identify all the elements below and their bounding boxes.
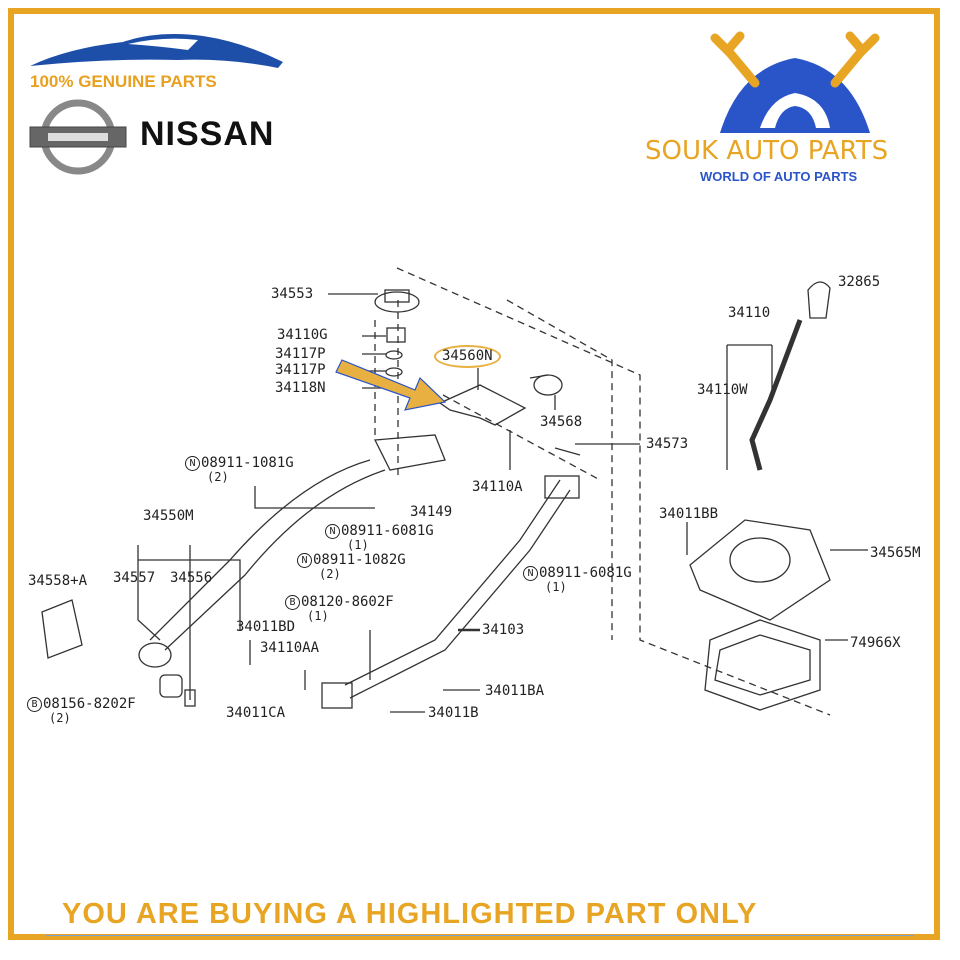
- car-silhouette-icon: [30, 34, 283, 68]
- part-label: 34110W: [697, 382, 748, 398]
- part-label: 74966X: [850, 635, 901, 651]
- gold-frame: [8, 8, 940, 940]
- store-tagline: WORLD OF AUTO PARTS: [700, 169, 858, 184]
- genuine-parts-text: 100% GENUINE PARTS: [30, 72, 217, 91]
- highlighted-part-label: 34560N: [434, 345, 501, 368]
- part-label: 34011BB: [659, 506, 719, 522]
- part-label: 34556: [170, 570, 213, 586]
- part-label: 34110: [728, 305, 771, 321]
- highlight-arrow-icon: [335, 359, 447, 411]
- part-label: 34553: [271, 286, 314, 302]
- part-label: 34110A: [472, 479, 523, 495]
- make-name: NISSAN: [140, 115, 275, 153]
- part-label: 34011BD: [236, 619, 296, 635]
- part-label: 34110AA: [260, 640, 320, 656]
- part-label: 34117P: [275, 346, 326, 362]
- part-label: 34118N: [275, 380, 326, 396]
- part-label: 34573: [646, 436, 689, 452]
- parts-diagram: [41, 267, 868, 716]
- store-name: SOUK AUTO PARTS: [645, 136, 889, 166]
- part-label: 34558+A: [28, 573, 88, 589]
- part-label: 34550M: [143, 508, 194, 524]
- nissan-logo: [29, 99, 127, 175]
- part-label: 34011BA: [485, 683, 545, 699]
- part-label: 32865: [838, 274, 881, 290]
- part-label: 34149: [410, 504, 453, 520]
- part-label: 34011B: [428, 705, 479, 721]
- part-label: 34103: [482, 622, 525, 638]
- part-label: 34565M: [870, 545, 921, 561]
- part-label: 34117P: [275, 362, 326, 378]
- dashed-boundary: [396, 267, 831, 716]
- part-label: 34557: [113, 570, 156, 586]
- part-label: 34568: [540, 414, 583, 430]
- divider: [46, 935, 914, 936]
- part-label: 34011CA: [226, 705, 286, 721]
- part-label: 34110G: [277, 327, 328, 343]
- souk-logo-icon: [710, 31, 880, 133]
- footer-notice: YOU ARE BUYING A HIGHLIGHTED PART ONLY: [62, 898, 758, 930]
